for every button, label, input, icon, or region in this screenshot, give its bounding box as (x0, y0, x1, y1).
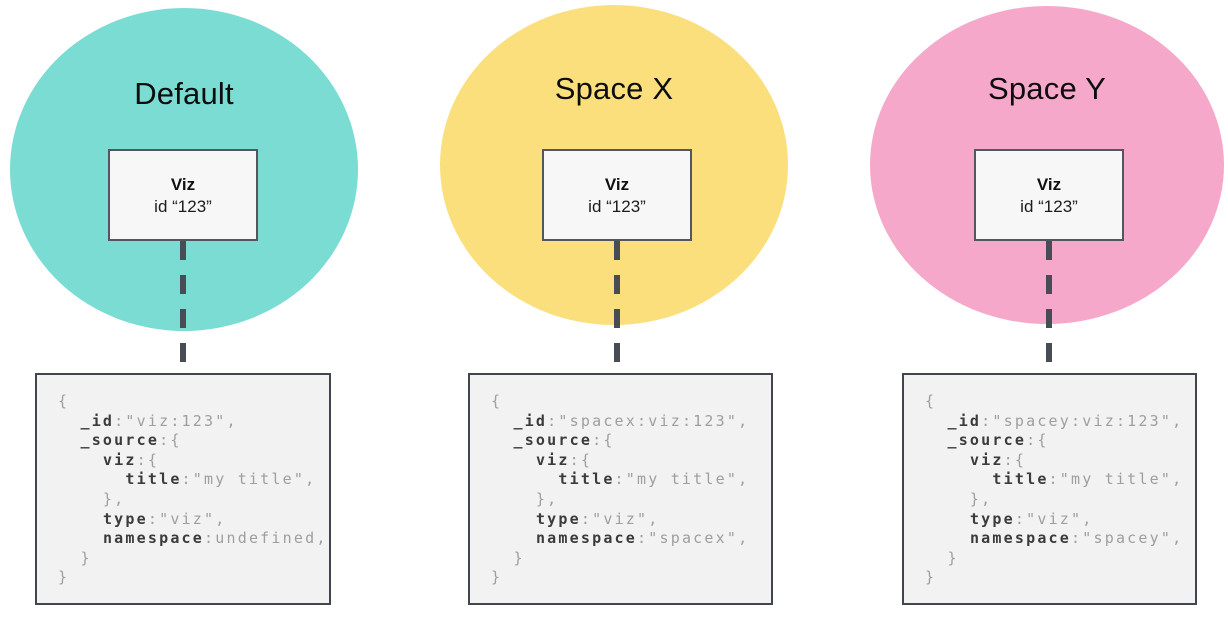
code-line: type:"viz", (535, 509, 660, 528)
viz-node-id: id “123” (588, 196, 646, 216)
document-box-spacex: { _id:"spacex:viz:123", _source:{ viz:{ … (468, 373, 773, 605)
document-box-spacey: { _id:"spacey:viz:123", _source:{ viz:{ … (902, 373, 1197, 605)
document-code-default: { _id:"viz:123", _source:{ viz:{ title:"… (58, 392, 328, 588)
viz-node-name: Viz (170, 174, 196, 194)
code-line: viz:{ (969, 450, 1027, 469)
viz-node-name: Viz (604, 174, 630, 194)
code-line: title:"my title", (125, 470, 317, 489)
code-line: }, (491, 489, 559, 508)
viz-node-default: Viz id “123” (108, 149, 258, 241)
viz-node-name: Viz (1036, 174, 1062, 194)
dashed-connector-spacey (1046, 241, 1052, 373)
spacey-space-title: Space Y (987, 71, 1107, 106)
document-code-spacex: { _id:"spacex:viz:123", _source:{ viz:{ … (491, 392, 763, 588)
code-line: type:"viz", (969, 509, 1094, 528)
code-line: } (58, 548, 92, 567)
code-line: _id:"spacex:viz:123", (513, 411, 750, 430)
code-line: }, (58, 489, 126, 508)
code-line: } (58, 568, 70, 587)
default-space-title: Default (134, 76, 234, 111)
viz-node-id: id “123” (1020, 196, 1078, 216)
code-line: _source:{ (513, 431, 615, 450)
code-line: } (491, 548, 525, 567)
code-line: viz:{ (102, 450, 160, 469)
code-line: } (491, 568, 503, 587)
dashed-connector-default (180, 241, 186, 373)
code-line: } (925, 548, 959, 567)
viz-node-spacey: Viz id “123” (974, 149, 1124, 241)
code-line: title:"my title", (558, 470, 750, 489)
code-line: type:"viz", (102, 509, 227, 528)
document-box-default: { _id:"viz:123", _source:{ viz:{ title:"… (35, 373, 331, 605)
code-line: namespace:"spacey", (969, 529, 1184, 548)
viz-node-spacex: Viz id “123” (542, 149, 692, 241)
code-line: namespace:"spacex", (535, 529, 750, 548)
code-line: namespace:undefined, (102, 529, 328, 548)
dashed-connector-spacex (614, 241, 620, 373)
code-line: _id:"spacey:viz:123", (947, 411, 1184, 430)
code-line: } (925, 568, 937, 587)
code-line: _source:{ (947, 431, 1049, 450)
code-line: { (491, 392, 503, 410)
code-line: title:"my title", (992, 470, 1184, 489)
code-line: _id:"viz:123", (80, 411, 238, 430)
code-line: { (925, 392, 937, 410)
spacex-space-title: Space X (554, 71, 674, 106)
code-line: viz:{ (535, 450, 593, 469)
viz-node-id: id “123” (154, 196, 212, 216)
code-line: { (58, 392, 70, 410)
document-code-spacey: { _id:"spacey:viz:123", _source:{ viz:{ … (925, 392, 1187, 588)
code-line: }, (925, 489, 993, 508)
code-line: _source:{ (80, 431, 182, 450)
